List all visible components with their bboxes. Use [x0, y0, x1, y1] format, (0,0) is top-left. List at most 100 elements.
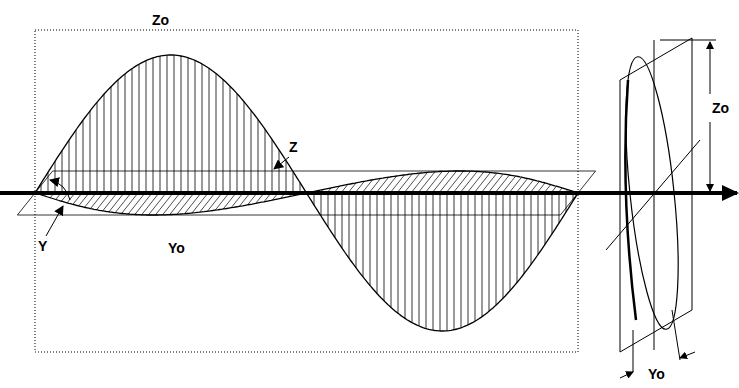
horizontal-axis: [606, 140, 700, 250]
z-hatch-line: [454, 193, 455, 330]
y-hatch-line: [418, 172, 435, 193]
amplitude-label: Yo: [168, 240, 185, 256]
y-hatch-line: [474, 173, 490, 194]
z-hatch-line: [363, 193, 364, 277]
y-hatch-line: [128, 193, 145, 214]
axis-arrowhead: [722, 185, 739, 201]
z-hatch-line: [475, 193, 476, 321]
z-hatch-line: [440, 193, 441, 331]
y-hatch-line: [376, 177, 389, 193]
z-hatch-line: [356, 193, 357, 268]
rotation-arrow: [50, 180, 70, 200]
dimension-label: Zo: [712, 100, 729, 116]
z-hatch-line: [293, 172, 294, 194]
z-hatch-line: [48, 172, 49, 193]
z-hatch-line: [524, 193, 525, 274]
z-hatch-line: [419, 193, 420, 326]
z-hatch-line: [202, 64, 203, 193]
z-hatch-line: [461, 193, 462, 328]
y-hatch-line: [122, 193, 138, 213]
z-leader: [274, 157, 289, 169]
z-hatch-line: [118, 80, 119, 193]
y-leader: [46, 206, 63, 236]
z-hatch-line: [503, 193, 504, 298]
z-hatch-line: [349, 193, 350, 258]
transverse-plane: [620, 38, 692, 352]
y-hatch-line: [215, 193, 229, 210]
y-hatch-line: [467, 172, 484, 193]
z-hatch-line: [321, 193, 322, 216]
zo-extension: [700, 193, 716, 194]
z-hatch-line: [258, 120, 259, 193]
zo-extension: [660, 40, 716, 41]
y-hatch-line: [148, 193, 166, 215]
zo-dimension: [710, 42, 711, 94]
z-hatch-line: [237, 94, 238, 193]
y-hatch-line: [223, 193, 236, 209]
y-hatch-line: [200, 193, 215, 212]
z-hatch-line: [223, 80, 224, 194]
z-hatch-line: [545, 193, 546, 244]
y-hatch-line: [115, 193, 131, 213]
z-hatch-line: [433, 193, 434, 330]
z-hatch-line: [391, 193, 392, 307]
z-hatch-line: [125, 74, 126, 193]
z-hatch-line: [230, 86, 231, 193]
y-hatch-line: [488, 174, 503, 193]
end-view: [606, 38, 716, 378]
z-hatch-line: [517, 193, 518, 283]
z-hatch-line: [69, 140, 70, 193]
z-hatch-line: [328, 193, 329, 227]
z-hatch-line: [153, 58, 154, 193]
y-hatch-line: [177, 193, 194, 214]
y-hatch-line: [411, 172, 428, 193]
z-hatch-line: [76, 130, 77, 193]
y-hatch-line: [91, 193, 104, 209]
z-hatch-line: [398, 193, 399, 313]
y-hatch-line: [103, 193, 117, 211]
amplitude-label: Zo: [152, 12, 169, 28]
z-hatch-line: [90, 111, 91, 193]
z-hatch-line: [538, 193, 539, 255]
y-hatch-line: [170, 193, 187, 215]
y-hatch-line: [163, 193, 181, 215]
z-hatch-line: [83, 120, 84, 193]
z-hatch-line: [552, 193, 553, 234]
z-hatch-line: [447, 193, 448, 331]
z-hatch-line: [496, 193, 497, 305]
y-hatch-line: [109, 193, 124, 212]
z-hatch-line: [482, 193, 483, 317]
z-hatch-line: [377, 193, 378, 294]
z-hatch-line: [489, 193, 490, 311]
z-hatch-line: [559, 193, 560, 223]
y-hatch-line: [432, 171, 450, 193]
yo-extension: [633, 330, 634, 372]
z-hatch-line: [174, 55, 175, 193]
z-hatch-line: [146, 61, 147, 193]
y-hatch-line: [207, 193, 222, 211]
z-hatch-line: [286, 161, 287, 193]
z-hatch-line: [97, 102, 98, 193]
yo-dimension: [620, 372, 633, 378]
z-hatch-line: [139, 64, 140, 193]
z-hatch-line: [468, 193, 469, 325]
z-hatch-line: [531, 193, 532, 264]
y-hatch-line: [439, 171, 457, 193]
z-hatch-line: [132, 69, 133, 193]
z-hatch-line: [384, 193, 385, 301]
z-hatch-line: [188, 58, 189, 193]
z-hatch-line: [510, 193, 511, 291]
y-hatch-line: [481, 173, 497, 193]
z-hatch-line: [426, 193, 427, 329]
y-hatch-line: [516, 179, 528, 194]
z-hatch-line: [104, 94, 105, 193]
z-hatch-line: [195, 60, 196, 193]
y-hatch-line: [397, 174, 412, 193]
z-hatch-line: [209, 68, 210, 193]
y-hatch-line: [97, 193, 110, 210]
yo-extension: [672, 310, 680, 360]
wave-label: Y: [38, 238, 47, 254]
y-hatch-line: [404, 173, 420, 193]
